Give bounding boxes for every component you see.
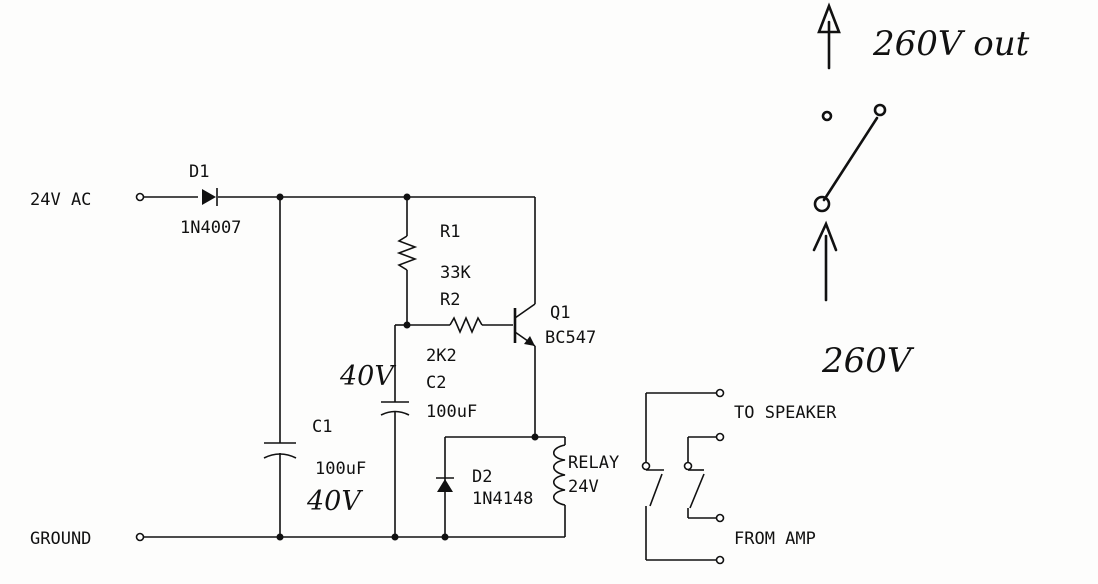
ground-label: GROUND <box>30 529 91 549</box>
c2-voltage-handwritten: 40V <box>339 361 396 392</box>
input-ac-label: 24V AC <box>30 190 91 210</box>
junction-dots <box>276 193 539 541</box>
diode-d2-symbol <box>436 477 454 492</box>
from-amp-label: FROM AMP <box>734 529 816 549</box>
transistor-q1-symbol <box>513 197 536 437</box>
relay-contacts <box>641 388 725 565</box>
ac-input-terminal <box>135 192 145 202</box>
r2-value-label: 2K2 <box>426 346 457 366</box>
in-voltage-handwritten: 260V <box>821 341 915 381</box>
d2-part-label: 1N4148 <box>472 489 533 509</box>
c2-name-label: C2 <box>426 373 446 393</box>
c2-value-label: 100uF <box>426 402 477 422</box>
r1-name-label: R1 <box>440 222 460 242</box>
r1-value-label: 33K <box>440 263 471 283</box>
c1-voltage-handwritten: 40V <box>306 486 363 517</box>
to-speaker-label: TO SPEAKER <box>734 403 837 423</box>
q1-part-label: BC547 <box>545 328 596 348</box>
capacitor-c2-symbol <box>380 324 410 537</box>
d1-part-label: 1N4007 <box>180 218 241 238</box>
d1-name-label: D1 <box>189 162 209 182</box>
out-voltage-handwritten: 260V out <box>872 24 1030 64</box>
relay-name-label: RELAY <box>568 453 619 473</box>
c1-name-label: C1 <box>312 417 332 437</box>
d2-name-label: D2 <box>472 467 492 487</box>
ground-terminal <box>135 532 145 542</box>
q1-name-label: Q1 <box>550 303 570 323</box>
handwritten-switch-sketch <box>812 2 887 302</box>
relay-voltage-label: 24V <box>568 477 599 497</box>
resistor-r1-symbol <box>396 197 418 325</box>
relay-coil-circuit <box>444 436 566 537</box>
c1-value-label: 100uF <box>315 459 366 479</box>
resistor-r2-symbol <box>407 315 513 335</box>
diode-d1-symbol <box>202 188 218 206</box>
r2-name-label: R2 <box>440 290 460 310</box>
capacitor-c1-symbol <box>263 197 297 537</box>
